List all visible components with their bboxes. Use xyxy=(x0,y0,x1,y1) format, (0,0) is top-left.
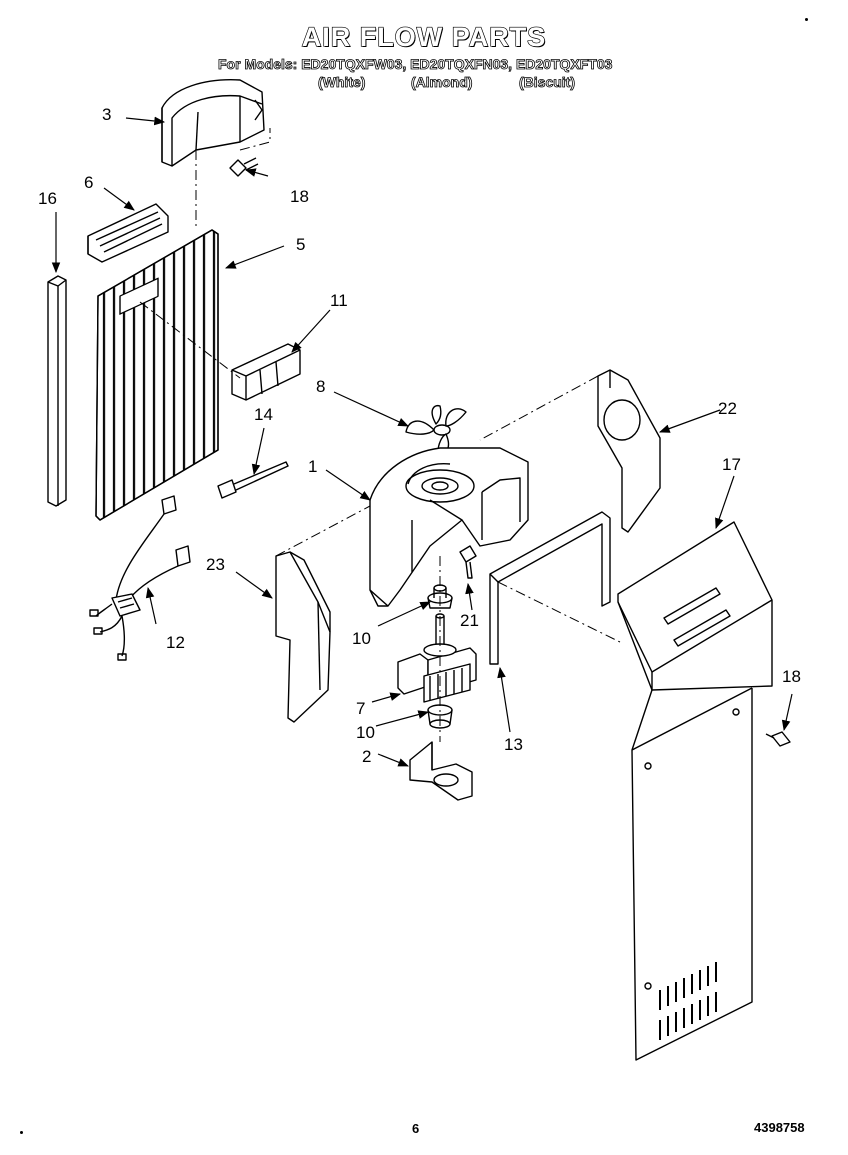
callout-11: 11 xyxy=(330,291,348,310)
page-title: AIR FLOW PARTS xyxy=(301,21,547,52)
callout-23: 23 xyxy=(206,555,225,574)
part-11-damper xyxy=(231,343,301,401)
part-8-fan-blade xyxy=(405,404,467,454)
models-line: For Models: ED20TQXFW03, ED20TQXFN03, ED… xyxy=(218,56,613,73)
part-13-gasket xyxy=(489,511,611,665)
callout-7: 7 xyxy=(356,699,365,718)
color-white: (White) xyxy=(318,74,366,91)
leader-arrows xyxy=(51,116,793,767)
part-16-strip xyxy=(47,275,67,507)
part-12-wire-harness xyxy=(89,495,191,661)
callout-13: 13 xyxy=(504,735,523,754)
part-7-fan-motor xyxy=(397,643,477,703)
callout-18-lower: 18 xyxy=(782,667,801,686)
callout-12: 12 xyxy=(166,633,185,652)
callout-1: 1 xyxy=(308,457,317,476)
document-number: 4398758 xyxy=(754,1120,805,1135)
part-2-motor-bracket xyxy=(409,741,473,801)
callout-labels: 3 18 6 16 5 11 8 14 1 22 17 23 12 10 21 … xyxy=(38,105,801,766)
part-22-side-bracket xyxy=(597,369,661,533)
page-number: 6 xyxy=(412,1121,420,1136)
part-14-cable-tie xyxy=(217,461,289,499)
callout-14: 14 xyxy=(254,405,273,424)
callout-6: 6 xyxy=(84,173,93,192)
part-17-rear-panel xyxy=(617,521,773,1061)
part-6-grille xyxy=(87,203,169,263)
part-18-screw-top xyxy=(229,157,259,177)
part-23-side-duct xyxy=(275,551,331,723)
color-biscuit: (Biscuit) xyxy=(519,74,576,91)
callout-3: 3 xyxy=(102,105,111,124)
callout-18-top: 18 xyxy=(290,187,309,206)
part-5-evaporator-panel xyxy=(95,229,219,521)
callout-17: 17 xyxy=(722,455,741,474)
callout-21: 21 xyxy=(460,611,479,630)
part-1-fan-housing xyxy=(369,447,529,607)
part-18-screw-lower xyxy=(765,731,791,747)
part-3-air-duct xyxy=(161,79,265,167)
corner-dot xyxy=(805,18,808,21)
callout-10-lower: 10 xyxy=(356,723,375,742)
color-almond: (Almond) xyxy=(411,74,473,91)
callout-10-upper: 10 xyxy=(352,629,371,648)
callout-22: 22 xyxy=(718,399,737,418)
part-21-screw xyxy=(459,545,477,579)
callout-8: 8 xyxy=(316,377,325,396)
callout-16: 16 xyxy=(38,189,57,208)
callout-2: 2 xyxy=(362,747,371,766)
corner-dot xyxy=(20,1131,23,1134)
alignment-lines xyxy=(139,128,621,742)
callout-5: 5 xyxy=(296,235,305,254)
